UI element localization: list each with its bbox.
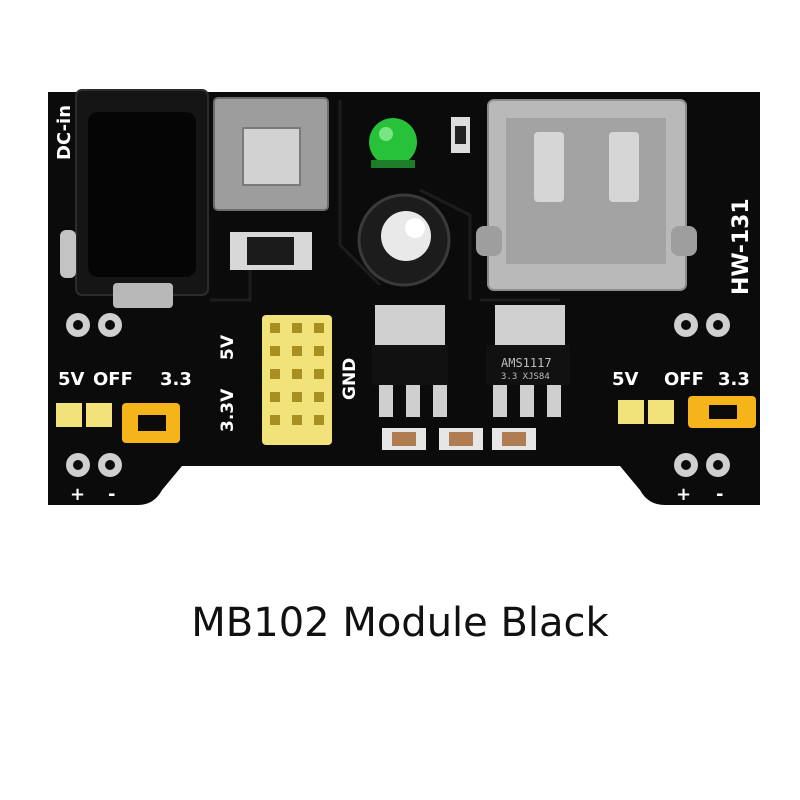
left-off-label: OFF: [93, 369, 133, 390]
right-voltage-header: [618, 396, 756, 428]
regulator-right: [486, 305, 570, 417]
left-33-label: 3.3: [160, 369, 192, 390]
smd-resistor: [451, 117, 470, 153]
capacitor: [357, 193, 451, 287]
left-minus-label: -: [108, 484, 115, 505]
center-5v-label: 5V: [218, 334, 238, 360]
power-led: [369, 118, 417, 168]
regulator-marking: AMS1117: [501, 356, 552, 370]
regulator-left: [372, 305, 448, 417]
model-label: HW-131: [729, 198, 754, 295]
center-header-pins: [262, 315, 332, 445]
right-33-label: 3.3: [718, 369, 750, 390]
dc-in-label: DC-in: [54, 105, 75, 160]
left-5v-label: 5V: [58, 369, 85, 390]
right-minus-label: -: [716, 484, 723, 505]
left-plus-label: +: [70, 484, 85, 505]
center-gnd-label: GND: [340, 358, 360, 400]
regulator-submarking: 3.3 XJS84: [501, 372, 550, 382]
center-33v-label: 3.3V: [218, 388, 238, 432]
usb-socket: [476, 99, 697, 291]
right-plus-label: +: [676, 484, 691, 505]
left-voltage-header: [56, 403, 180, 443]
dc-barrel-jack: [60, 89, 209, 308]
power-switch: [213, 97, 329, 211]
product-caption: MB102 Module Black: [191, 600, 609, 646]
diode: [230, 232, 312, 270]
smd-capacitors: [382, 428, 536, 450]
mb102-board-photo: DC-in HW-131 5V OFF: [48, 89, 760, 505]
right-5v-label: 5V: [612, 369, 639, 390]
center-header-holes: [270, 323, 324, 425]
right-off-label: OFF: [664, 369, 704, 390]
